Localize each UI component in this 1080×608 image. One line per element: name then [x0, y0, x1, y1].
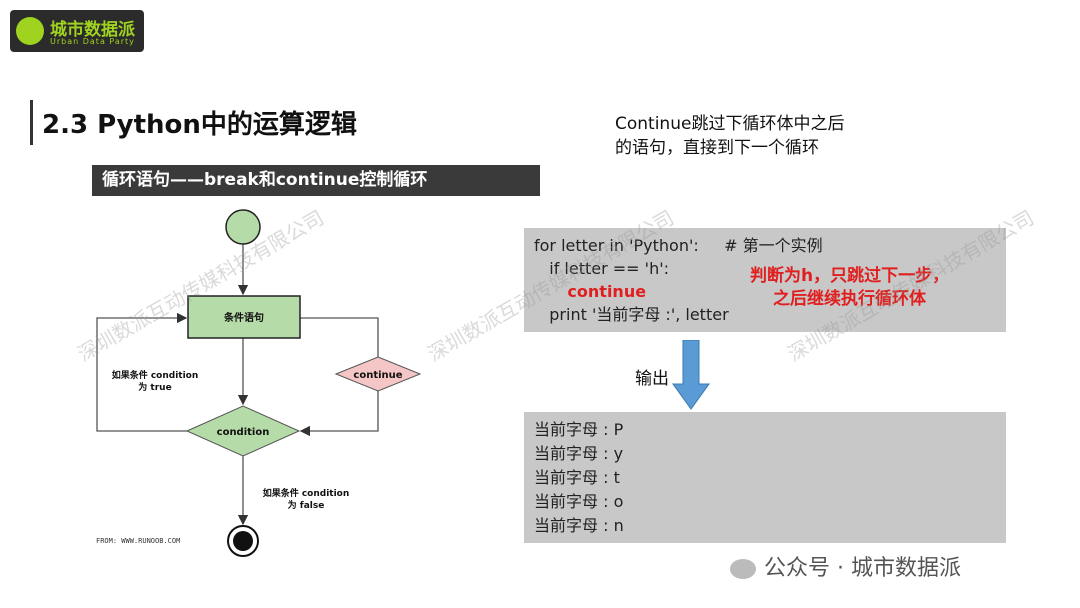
title-accent [30, 100, 33, 145]
note-line: 的语句，直接到下一个循环 [615, 138, 819, 158]
page-title: 2.3 Python中的运算逻辑 [42, 110, 357, 140]
annotation-line: 判断为h，只跳过下一步， [750, 266, 950, 286]
explanation-note: Continue跳过下循环体中之后 的语句，直接到下一个循环 [615, 112, 844, 160]
logo-subtitle: Urban Data Party [50, 37, 135, 46]
continue-label: continue [353, 370, 402, 381]
section-banner: 循环语句——break和continue控制循环 [92, 165, 540, 196]
true-label-2: 为 true [138, 381, 171, 393]
note-line: Continue跳过下循环体中之后 [615, 114, 845, 134]
code-box: for letter in 'Python': # 第一个实例 if lette… [524, 228, 1006, 332]
statement-node [187, 295, 301, 339]
continue-node [334, 356, 422, 392]
flowchart: 条件语句 continue condition 如果条件 condition 为… [96, 209, 422, 557]
output-line: 当前字母 : y [534, 444, 624, 463]
output-line: 当前字母 : o [534, 492, 624, 511]
wechat-icon [730, 559, 756, 579]
code-annotation: 判断为h，只跳过下一步， 之后继续执行循环体 [750, 265, 949, 311]
output-line: 当前字母 : n [534, 516, 624, 535]
statement-label: 条件语句 [223, 311, 264, 324]
condition-node [185, 405, 301, 457]
output-box: 当前字母 : P 当前字母 : y 当前字母 : t 当前字母 : o 当前字母… [524, 412, 1006, 543]
annotation-line: 之后继续执行循环体 [773, 289, 927, 309]
code-line: if letter == 'h': [534, 259, 669, 278]
down-arrow-icon [672, 340, 710, 410]
output-line: 当前字母 : P [534, 420, 624, 439]
footer-text: 公众号 · 城市数据派 [764, 556, 961, 581]
code-line: print '当前字母 :', letter [534, 305, 729, 324]
source-label: FROM: WWW.RUNOOB.COM [96, 537, 180, 545]
false-label-2: 为 false [288, 499, 325, 511]
start-node [225, 209, 261, 245]
code-line-continue: continue [534, 282, 647, 301]
code-line: for letter in 'Python': # 第一个实例 [534, 236, 823, 255]
footer-account: 公众号 · 城市数据派 [730, 550, 961, 582]
logo-name: 城市数据派 [50, 20, 135, 40]
true-label-1: 如果条件 condition [112, 369, 199, 381]
false-label-1: 如果条件 condition [263, 487, 350, 499]
logo-icon [16, 17, 44, 45]
logo: 城市数据派 Urban Data Party [10, 10, 144, 52]
output-line: 当前字母 : t [534, 468, 620, 487]
condition-label: condition [217, 427, 270, 438]
output-label: 输出 [635, 369, 669, 389]
